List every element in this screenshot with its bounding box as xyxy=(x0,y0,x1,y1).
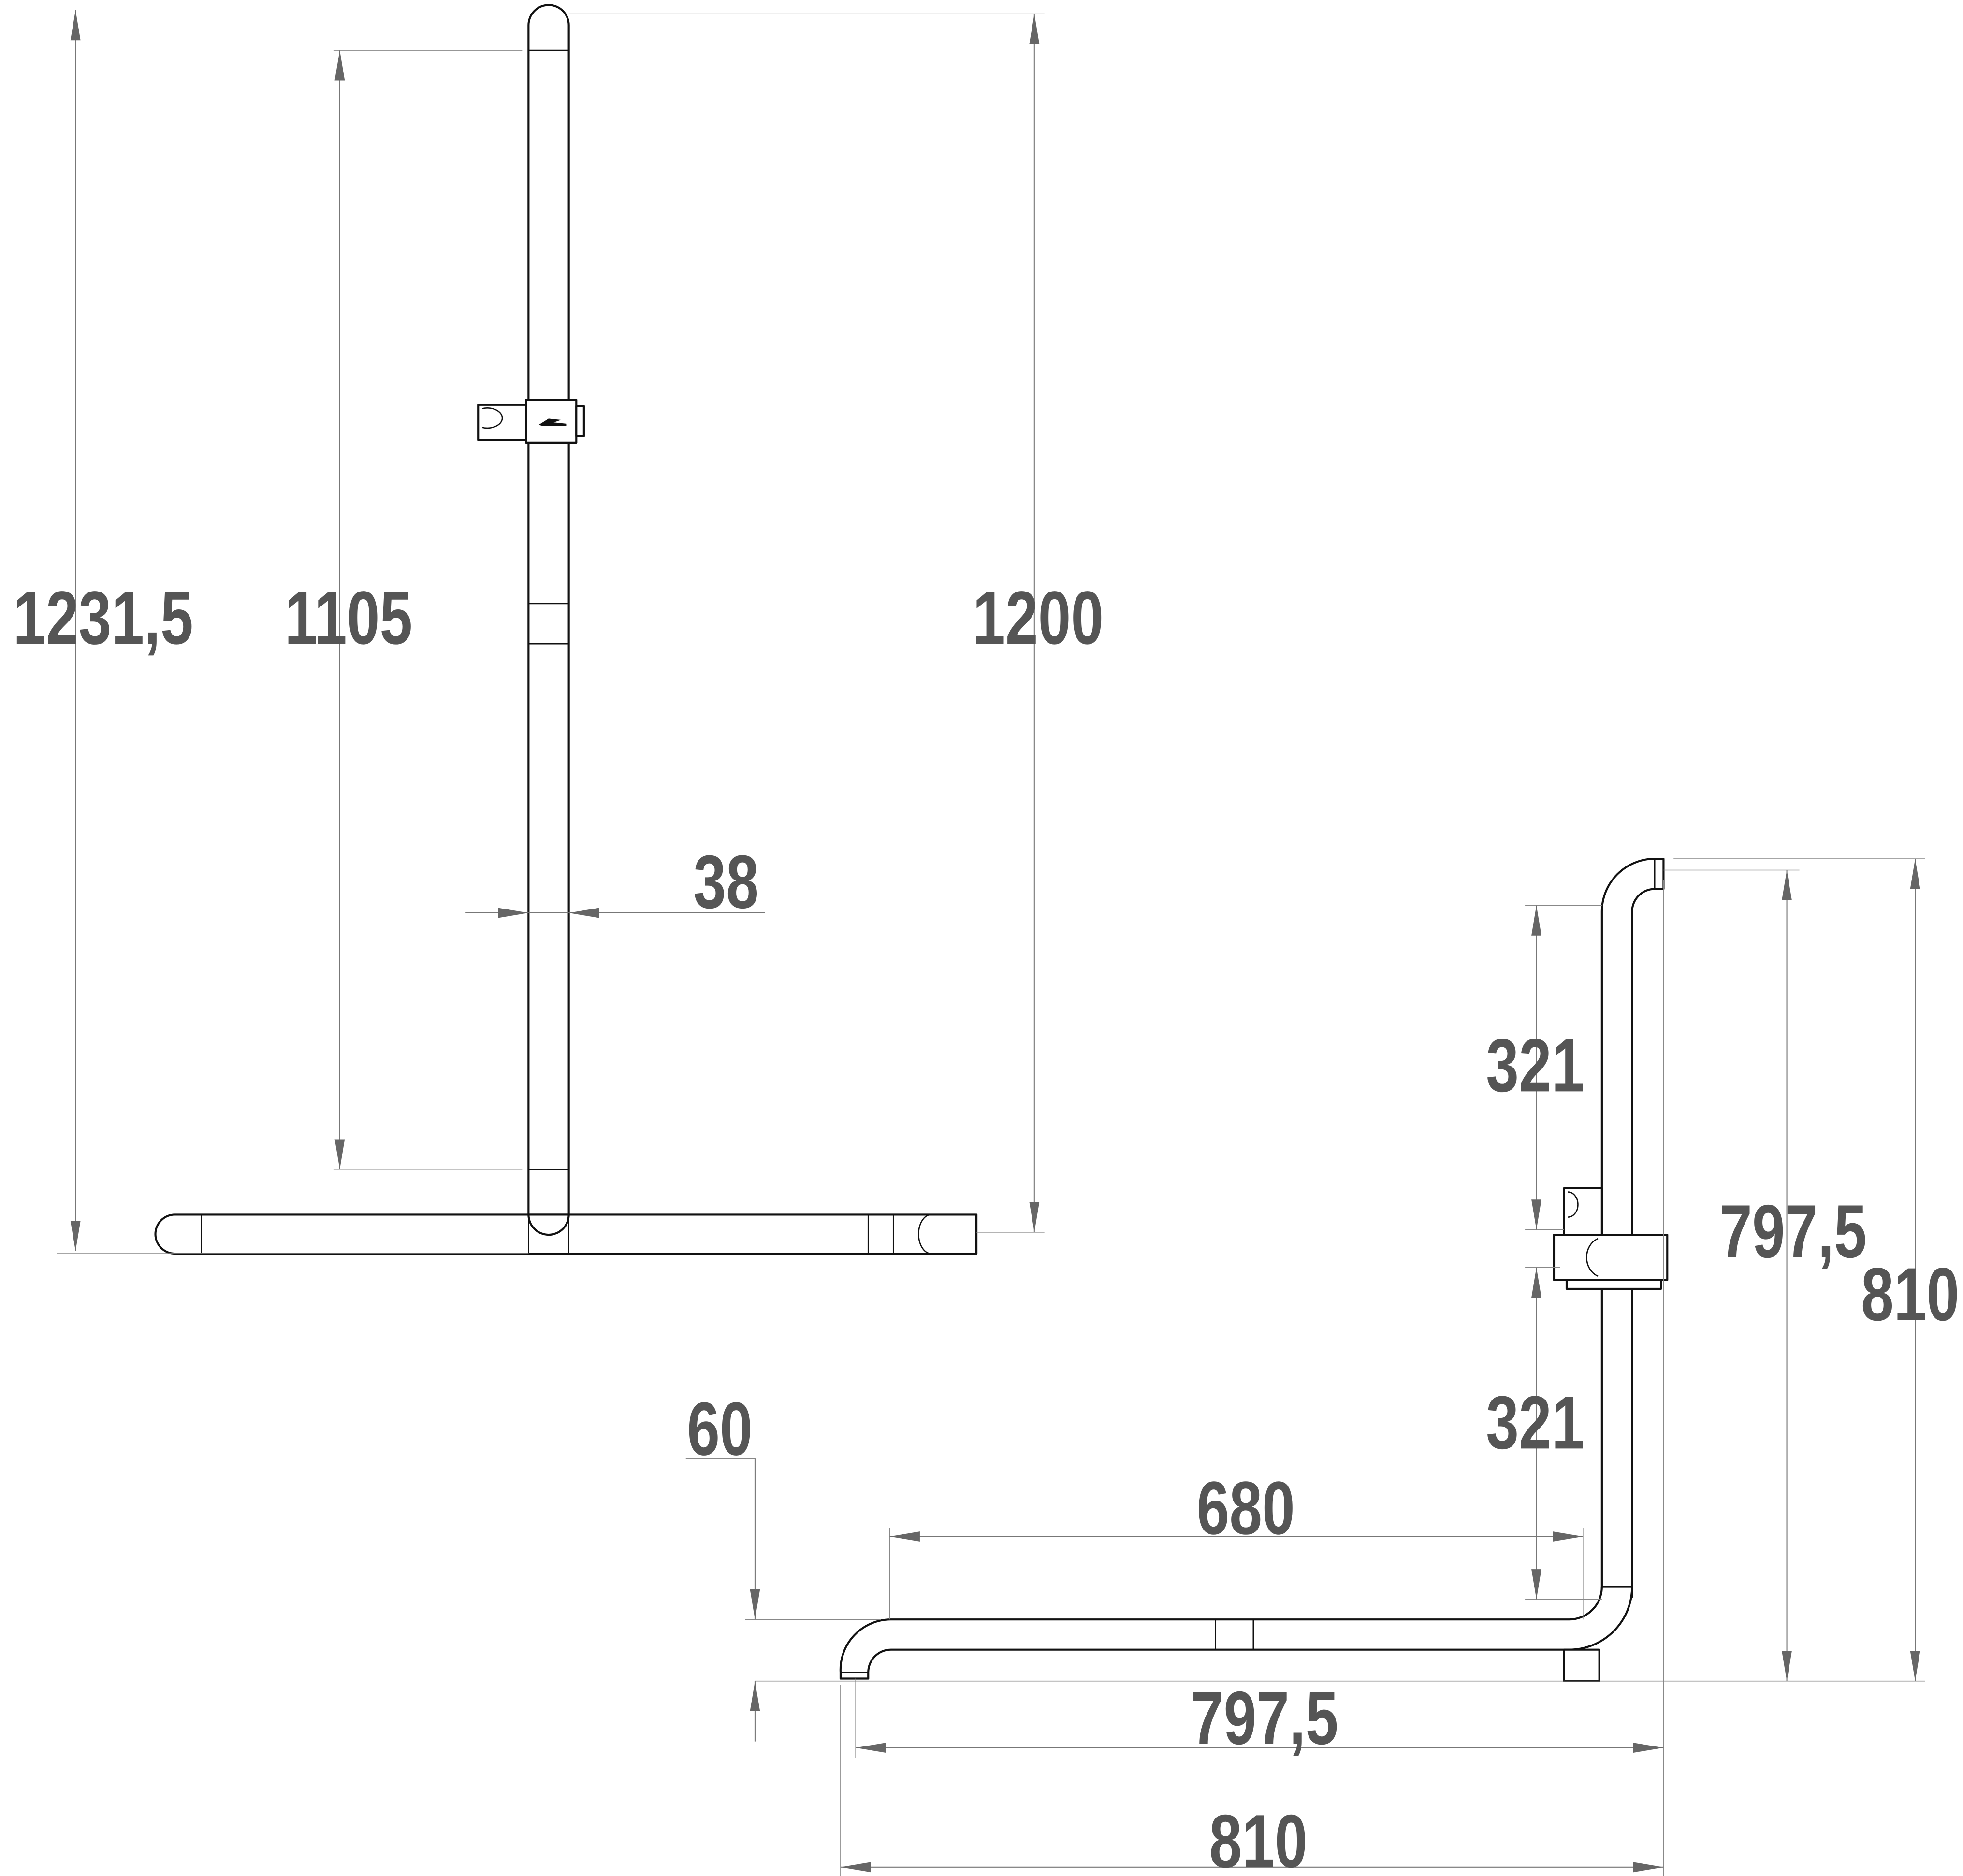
dimension-vertical-axis-height: 797,5 xyxy=(755,869,1925,1682)
dimension-label: 680 xyxy=(1197,1466,1295,1550)
dimension-horizontal-overall-length: 810 xyxy=(840,1685,1664,1876)
l-shaped-rail xyxy=(839,858,1665,1682)
dimension-label: 810 xyxy=(1209,1799,1308,1876)
dimension-tube-diameter: 38 xyxy=(465,839,765,924)
front-view: 1231,5 1105 1200 38 xyxy=(13,4,1104,1255)
dimension-horizontal-axis-length: 797,5 xyxy=(855,880,1664,1876)
dimension-wall-offset: 60 xyxy=(685,1386,881,1742)
dimension-label: 810 xyxy=(1861,1252,1959,1336)
dimension-rail-length: 1105 xyxy=(285,50,523,1170)
dimension-label: 60 xyxy=(687,1386,753,1471)
dimension-label: 797,5 xyxy=(1191,1675,1338,1760)
dimension-lower-segment: 321 xyxy=(1486,1267,1602,1600)
brand-logo xyxy=(538,418,567,427)
shower-head-holder-side xyxy=(1553,1187,1669,1290)
dimension-horizontal-rail-length: 680 xyxy=(889,1466,1584,1620)
dimension-label: 38 xyxy=(693,839,759,924)
dimension-label: 321 xyxy=(1486,1380,1584,1465)
vertical-rail xyxy=(527,4,570,1216)
dimension-label: 321 xyxy=(1486,1023,1584,1108)
corner-view: 321 321 797,5 810 680 xyxy=(685,858,1959,1876)
dimension-label: 797,5 xyxy=(1719,1189,1867,1273)
dimension-label: 1105 xyxy=(285,576,412,660)
dimension-overall-height: 1231,5 xyxy=(13,10,1045,1254)
shower-head-holder xyxy=(477,399,585,444)
dimension-label: 1200 xyxy=(973,576,1104,660)
dimension-vertical-overall-height: 810 xyxy=(1673,858,1959,1681)
horizontal-base-rail xyxy=(154,1213,978,1255)
dimension-label: 1231,5 xyxy=(13,576,193,660)
dimension-upper-segment: 321 xyxy=(1486,905,1602,1230)
dimension-height-to-axis: 1200 xyxy=(973,14,1104,1233)
